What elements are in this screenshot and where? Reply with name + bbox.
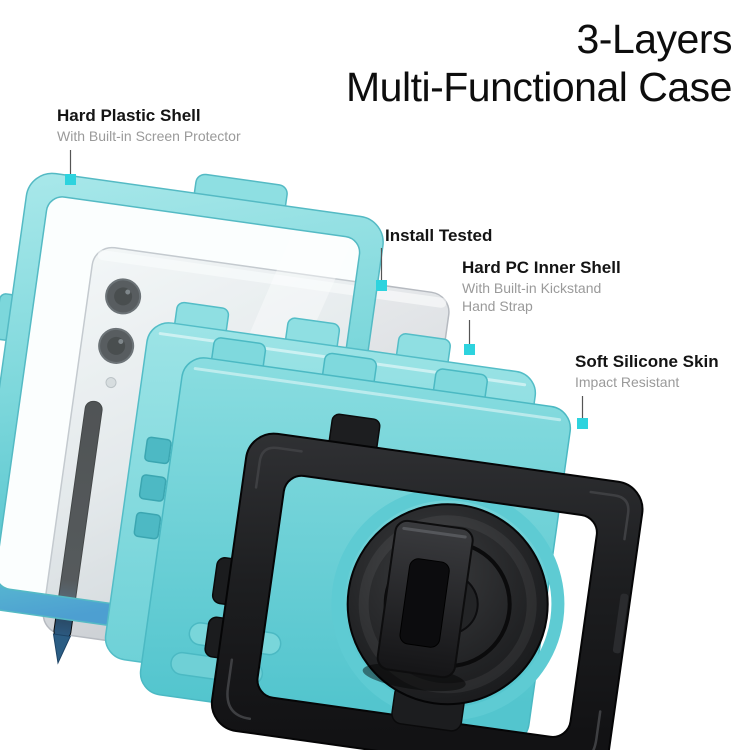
callout-label: Soft Silicone Skin [575,352,719,371]
corner-bumpers [226,446,630,750]
callout-soft-silicone-skin: Soft Silicone Skin Impact Resistant [575,352,719,392]
callout-marker-hard-pc-inner-shell [464,344,475,355]
callout-hard-pc-inner-shell: Hard PC Inner Shell With Built-in Kickst… [462,258,621,315]
stylus-pen [52,400,103,665]
camera-lenses [98,278,142,389]
callout-subtitle: Hand Strap [462,297,533,314]
kickstand [376,519,474,679]
callout-install-tested: Install Tested [385,226,492,246]
callout-hard-plastic-shell: Hard Plastic Shell With Built-in Screen … [57,106,241,146]
callout-subtitle: With Built-in Kickstand [462,280,602,296]
shell-clip-slots [133,436,172,540]
callout-marker-install-tested [376,280,387,291]
callout-connectors [65,150,588,429]
grip-ridge [612,593,629,654]
callout-marker-soft-silicone-skin [577,418,588,429]
callout-label: Hard PC Inner Shell [462,258,621,277]
page-title: 3-Layers Multi-Functional Case [346,16,733,111]
silicone-skin [204,413,644,750]
callout-label: Hard Plastic Shell [57,106,201,125]
title-line-2: Multi-Functional Case [346,63,733,110]
callout-marker-hard-plastic-shell [65,174,76,185]
callout-subtitle: With Built-in Screen Protector [57,128,241,144]
title-line-1: 3-Layers [576,16,732,62]
callout-subtitle: Impact Resistant [575,374,680,390]
callout-label: Install Tested [385,226,493,245]
